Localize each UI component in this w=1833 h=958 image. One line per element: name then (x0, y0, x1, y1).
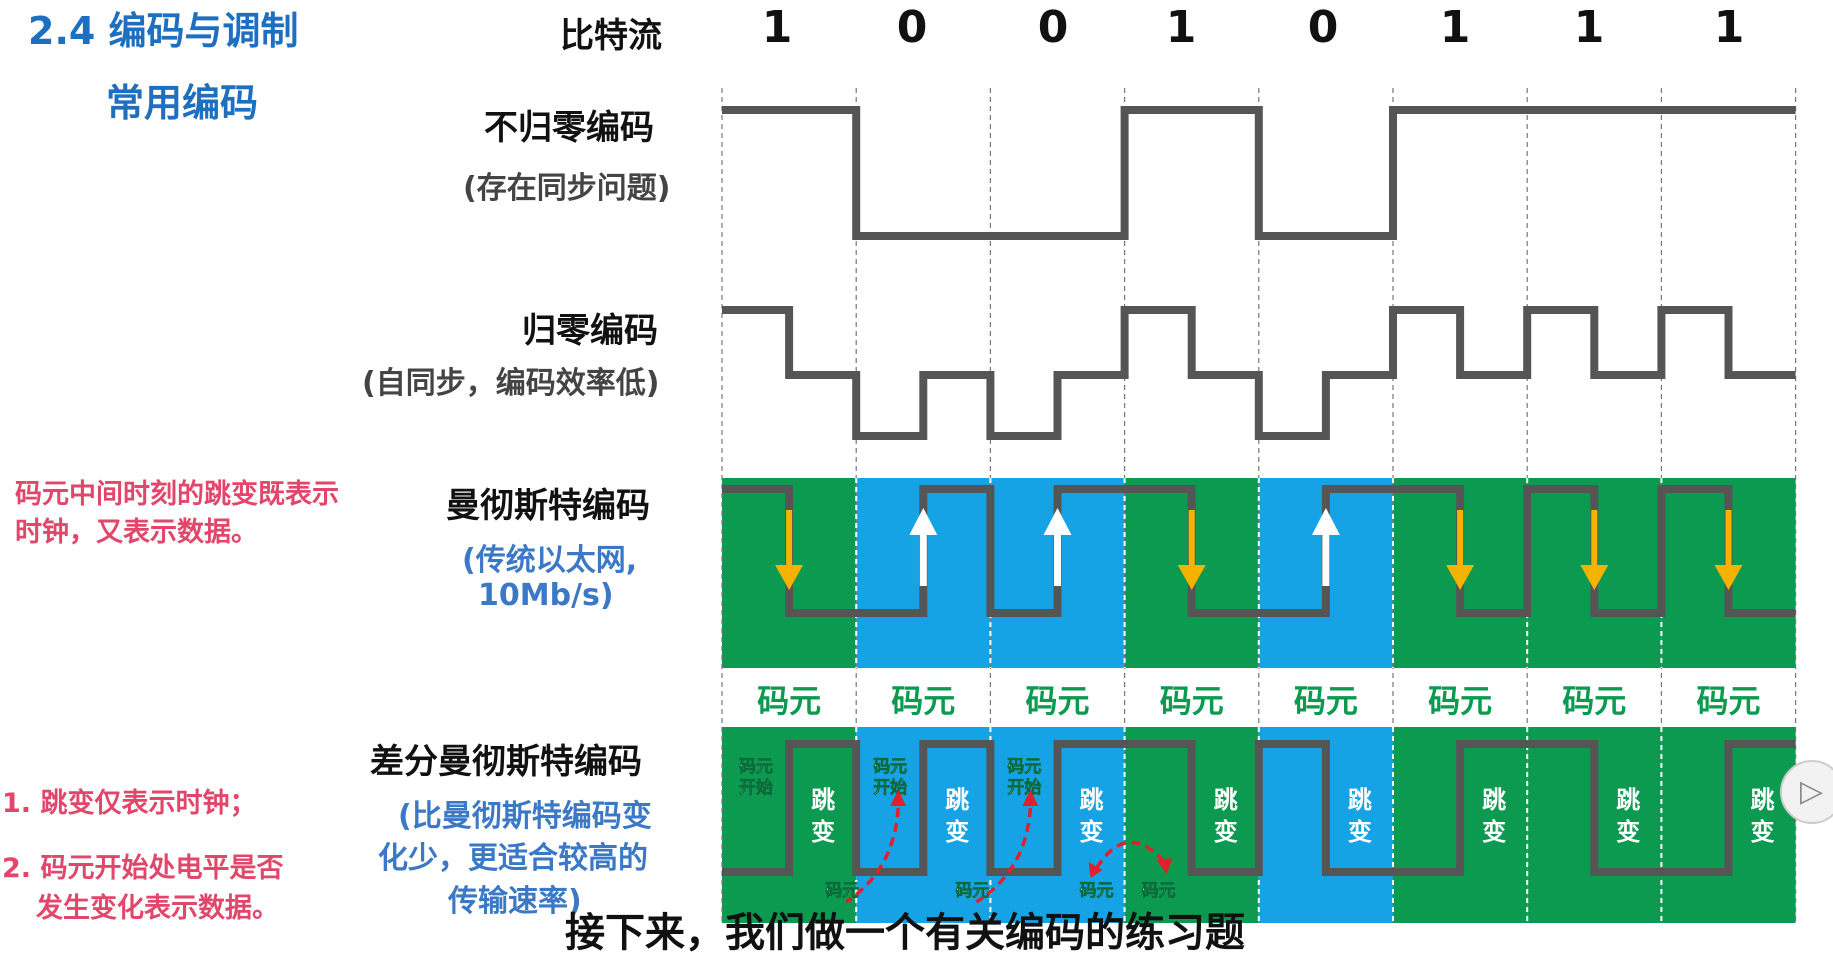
jump-label: 跳 (1616, 786, 1640, 814)
rz-sub: (自同步，编码效率低) (362, 366, 660, 401)
symbol-label: 码元 (1160, 682, 1224, 720)
nrz-label: 不归零编码 (484, 108, 654, 148)
up-arrow-icon (1043, 508, 1072, 535)
jump-label: 变 (1080, 818, 1104, 846)
symbol-label: 码元 (1294, 682, 1358, 720)
down-arrow-icon (1580, 565, 1609, 590)
bit-1: 1 (761, 2, 793, 53)
nrz-waveform (722, 106, 1796, 240)
down-arrow-icon (1446, 565, 1475, 590)
start-label: 开始 (1007, 777, 1041, 798)
bit-8: 1 (1713, 2, 1745, 53)
diff-note-3: 发生变化表示数据。 (36, 893, 279, 924)
diff-note-1: 1. 跳变仅表示时钟； (2, 788, 257, 819)
page-title: 2.4 编码与调制 (28, 9, 299, 53)
bit-5: 0 (1307, 2, 1339, 53)
red-arrow-head-icon (1156, 858, 1173, 874)
manchester-sub-2: 10Mb/s) (478, 578, 614, 613)
jump-label: 变 (1214, 818, 1238, 846)
bit-2: 0 (896, 2, 928, 53)
down-arrow-icon (1714, 565, 1743, 590)
diff-note-2: 2. 码元开始处电平是否 (2, 853, 284, 884)
manchester-note-2: 时钟，又表示数据。 (15, 517, 258, 548)
manchester-note-1: 码元中间时刻的跳变既表示 (15, 479, 339, 510)
section-subtitle: 常用编码 (106, 81, 259, 125)
start-label: 开始 (739, 777, 773, 798)
up-arrow-icon (1311, 508, 1340, 535)
start-label: 码元 (1007, 757, 1041, 777)
jump-label: 跳 (811, 786, 835, 814)
bit-6: 1 (1439, 2, 1471, 53)
symbol-label: 码元 (1696, 682, 1760, 720)
start-label: 码元 (739, 757, 773, 777)
diff-manchester-label: 差分曼彻斯特编码 (370, 742, 642, 782)
manchester-sub-1: (传统以太网, (462, 543, 638, 578)
jump-label: 跳 (945, 786, 969, 814)
symbol-label: 码元 (891, 682, 955, 720)
diff-sub-2: 化少，更适合较高的 (378, 841, 648, 876)
start-label: 码元 (1080, 881, 1114, 901)
manchester-label: 曼彻斯特编码 (446, 486, 650, 526)
symbol-label: 码元 (757, 682, 821, 720)
start-label: 码元 (1142, 881, 1176, 901)
red-arrow-head-icon (890, 790, 907, 806)
start-label: 码元 (955, 881, 989, 901)
down-arrow-icon (1177, 565, 1206, 590)
diff-sub-1: (比曼彻斯特编码变 (398, 799, 652, 834)
bitstream-label: 比特流 (560, 16, 662, 56)
jump-label: 变 (1616, 818, 1640, 846)
symbol-label: 码元 (1025, 682, 1089, 720)
bit-4: 1 (1165, 2, 1197, 53)
play-icon: ▷ (1800, 774, 1824, 809)
jump-label: 跳 (1348, 786, 1372, 814)
red-arrow-head-icon (1088, 862, 1103, 878)
nrz-sub: (存在同步问题) (463, 171, 671, 206)
up-arrow-icon (909, 508, 938, 535)
encoding-diagram: 码元码元码元码元码元码元码元码元跳变跳变跳变跳变跳变跳变跳变跳变码元开始码元开始… (721, 88, 1797, 923)
diff-sub-3: 传输速率) (448, 884, 582, 919)
jump-label: 变 (811, 818, 835, 846)
start-label: 码元 (873, 757, 907, 777)
start-label: 码元 (825, 881, 859, 901)
symbol-label: 码元 (1428, 682, 1492, 720)
red-arrow-head-icon (1022, 790, 1039, 806)
jump-label: 跳 (1751, 786, 1775, 814)
jump-label: 跳 (1080, 786, 1104, 814)
jump-label: 变 (1348, 818, 1372, 846)
symbol-label: 码元 (1562, 682, 1626, 720)
jump-label: 变 (1482, 818, 1506, 846)
rz-waveform (722, 306, 1796, 440)
jump-label: 变 (1751, 818, 1775, 846)
play-button[interactable]: ▷ (1780, 760, 1833, 824)
bit-7: 1 (1573, 2, 1605, 53)
jump-label: 变 (945, 818, 969, 846)
down-arrow-icon (775, 565, 804, 590)
subtitle-caption: 接下来，我们做一个有关编码的练习题 (565, 910, 1245, 956)
diff-manchester-waveform (722, 740, 1796, 876)
rz-label: 归零编码 (522, 311, 658, 351)
bit-3: 0 (1037, 2, 1069, 53)
jump-label: 跳 (1482, 786, 1506, 814)
jump-label: 跳 (1214, 786, 1238, 814)
start-label: 开始 (873, 777, 907, 798)
